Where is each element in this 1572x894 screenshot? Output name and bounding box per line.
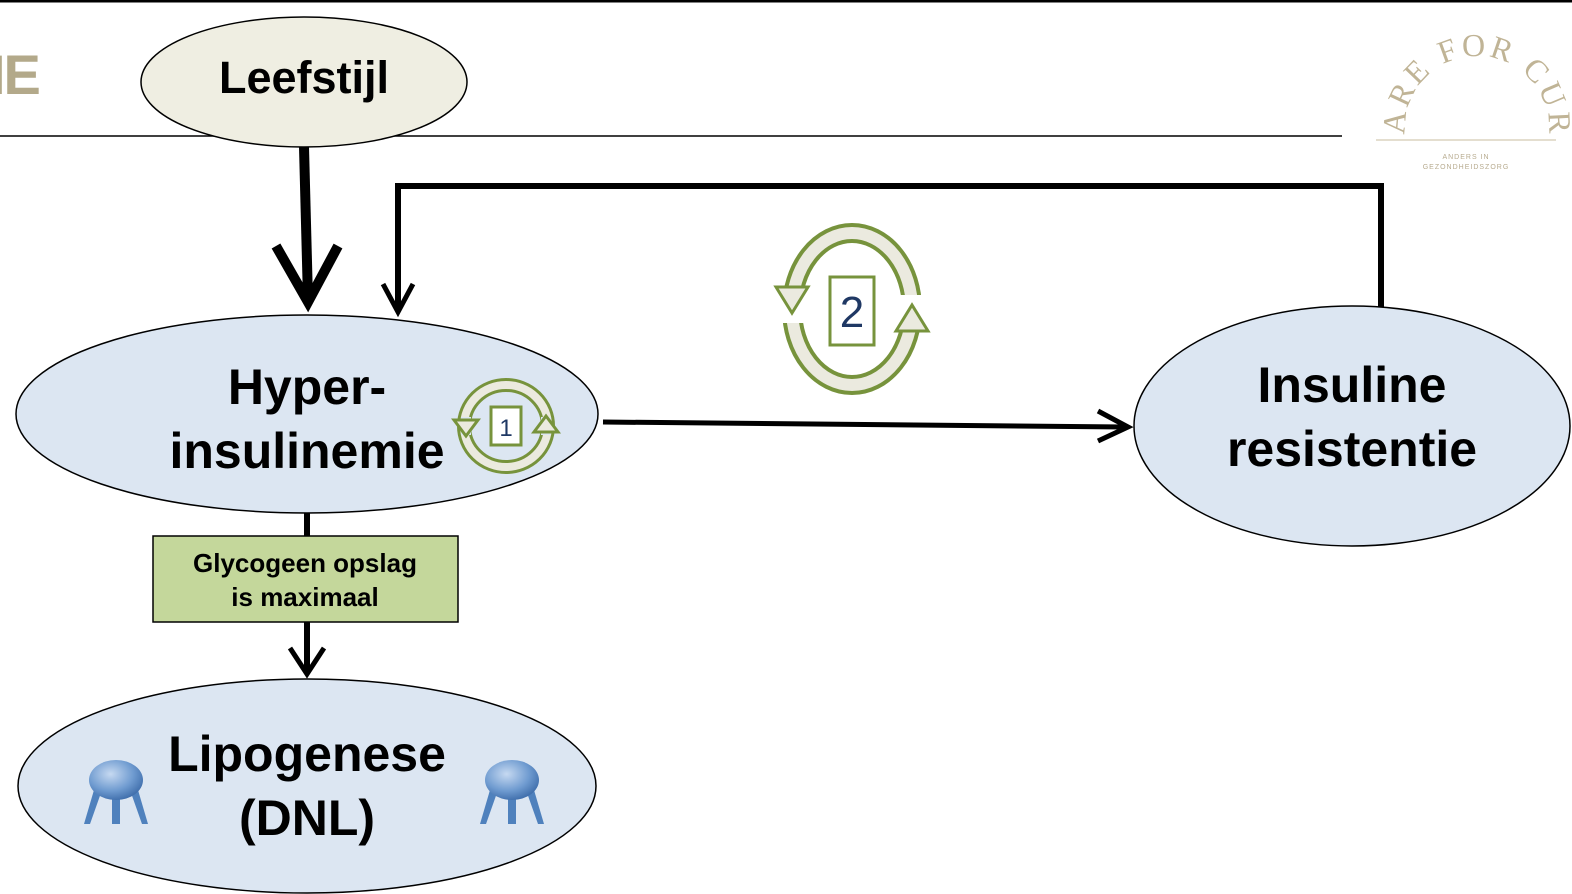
arrow-leefstijl-to-hyper xyxy=(299,146,313,301)
cycle-icon-2: 2 xyxy=(773,223,931,395)
receptor-icon-left xyxy=(84,760,148,824)
node-leefstijl: Leefstijl xyxy=(140,16,468,148)
feedback-loop-line xyxy=(395,183,1384,310)
arrow-hyper-to-resistentie-head xyxy=(1096,408,1134,444)
logo-subtitle-1: ANDERS IN xyxy=(1442,154,1489,161)
logo-subtitle-2: GEZONDHEIDSZORG xyxy=(1423,164,1510,171)
arrow-leefstijl-head xyxy=(271,243,343,313)
glycogeen-box: Glycogeen opslag is maximaal xyxy=(152,535,459,623)
glycogeen-label-line1: Glycogeen opslag xyxy=(193,548,417,578)
lipo-label-line2: (DNL) xyxy=(239,790,375,846)
node-lipogenese: Lipogenese (DNL) xyxy=(17,678,597,894)
leefstijl-label: Leefstijl xyxy=(219,52,389,103)
receptor-icon-right xyxy=(480,760,544,824)
arrow-hyper-to-resistentie xyxy=(602,419,1126,430)
glycogeen-label-line2: is maximaal xyxy=(231,582,378,612)
node-insuline-resistentie: Insuline resistentie xyxy=(1133,305,1571,547)
cycle-1-number: 1 xyxy=(499,415,512,442)
hyper-label-line1: Hyper- xyxy=(228,359,386,415)
partial-page-title: IE xyxy=(0,43,41,106)
node-hyperinsulinemie: Hyper- insulinemie xyxy=(15,314,599,514)
insuline-label-line2: resistentie xyxy=(1227,421,1477,477)
insuline-label-line1: Insuline xyxy=(1258,357,1447,413)
cycle-icon-1: 1 xyxy=(451,378,561,474)
lipo-label-line1: Lipogenese xyxy=(168,726,446,782)
arrow-to-lipo-head xyxy=(287,646,327,679)
cycle-2-number: 2 xyxy=(840,288,864,337)
hyper-label-line2: insulinemie xyxy=(169,423,444,479)
connectors xyxy=(271,146,1384,679)
feedback-loop-head xyxy=(380,282,416,318)
